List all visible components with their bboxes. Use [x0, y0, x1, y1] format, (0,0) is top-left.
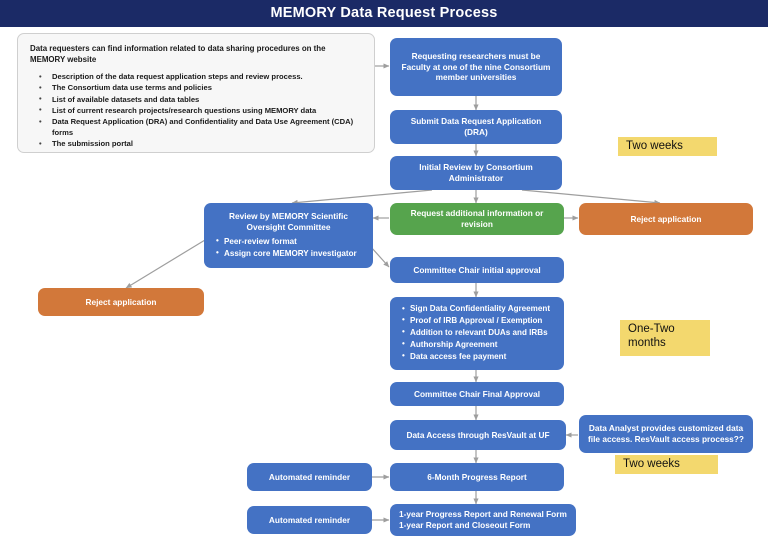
node-data-analyst[interactable]: Data Analyst provides customized data fi…: [579, 415, 753, 453]
node-committee-chair-final-approval[interactable]: Committee Chair Final Approval: [390, 382, 564, 406]
list-item: Data access fee payment: [402, 351, 555, 363]
node-bullet-list: Sign Data Confidentiality Agreement Proo…: [399, 304, 555, 363]
info-card: Data requesters can find information rel…: [17, 33, 375, 153]
list-item: Sign Data Confidentiality Agreement: [402, 304, 555, 315]
header-bar: [0, 0, 768, 27]
edge-initialreview-to-reject-right: [521, 189, 661, 206]
node-bullet-list: Peer-review format Assign core MEMORY in…: [213, 236, 364, 260]
list-item: The submission portal: [39, 139, 362, 150]
note-two-weeks-bottom: Two weeks: [615, 455, 718, 474]
info-card-bullet-list: Description of the data request applicat…: [30, 72, 362, 150]
node-committee-chair-initial-approval[interactable]: Committee Chair initial approval: [390, 257, 564, 283]
node-one-year-report[interactable]: 1-year Progress Report and Renewal Form …: [390, 504, 576, 536]
list-item: Assign core MEMORY investigator: [216, 248, 364, 260]
node-automated-reminder-top[interactable]: Automated reminder: [247, 463, 372, 491]
node-automated-reminder-bottom[interactable]: Automated reminder: [247, 506, 372, 534]
node-initial-review[interactable]: Initial Review by Consortium Administrat…: [390, 156, 562, 190]
node-request-additional-info[interactable]: Request additional information or revisi…: [390, 203, 564, 235]
list-item: List of current research projects/resear…: [39, 105, 362, 117]
edge-initialreview-to-oversight: [291, 189, 433, 206]
info-card-lead: Data requesters can find information rel…: [30, 44, 326, 64]
node-requirements[interactable]: Sign Data Confidentiality Agreement Proo…: [390, 297, 564, 370]
list-item: Addition to relevant DUAs and IRBs: [402, 327, 555, 339]
edge-oversight-to-chair-initial: [370, 246, 390, 268]
page-title: MEMORY Data Request Process: [270, 5, 498, 21]
list-item: List of available datasets and data tabl…: [39, 94, 362, 106]
edge-oversight-to-reject-left: [125, 239, 206, 289]
list-item: Description of the data request applicat…: [39, 72, 362, 83]
node-label: 1-year Progress Report and Renewal Form …: [399, 509, 567, 530]
list-item: Peer-review format: [216, 236, 364, 248]
node-six-month-progress-report[interactable]: 6-Month Progress Report: [390, 463, 564, 491]
node-eligibility[interactable]: Requesting researchers must be Faculty a…: [390, 38, 562, 96]
node-scientific-oversight-committee[interactable]: Review by MEMORY Scientific Oversight Co…: [204, 203, 373, 268]
list-item: Data Request Application (DRA) and Confi…: [39, 117, 362, 139]
node-title: Review by MEMORY Scientific Oversight Co…: [229, 211, 348, 232]
list-item: The Consortium data use terms and polici…: [39, 83, 362, 94]
node-submit-dra[interactable]: Submit Data Request Application (DRA): [390, 110, 562, 144]
node-reject-application-left[interactable]: Reject application: [38, 288, 204, 316]
node-data-access-resvault[interactable]: Data Access through ResVault at UF: [390, 420, 566, 450]
note-one-two-months: One-Two months: [620, 320, 710, 356]
list-item: Proof of IRB Approval / Exemption: [402, 315, 555, 327]
note-two-weeks-top: Two weeks: [618, 137, 717, 156]
node-reject-application-right[interactable]: Reject application: [579, 203, 753, 235]
list-item: Authorship Agreement: [402, 339, 555, 351]
